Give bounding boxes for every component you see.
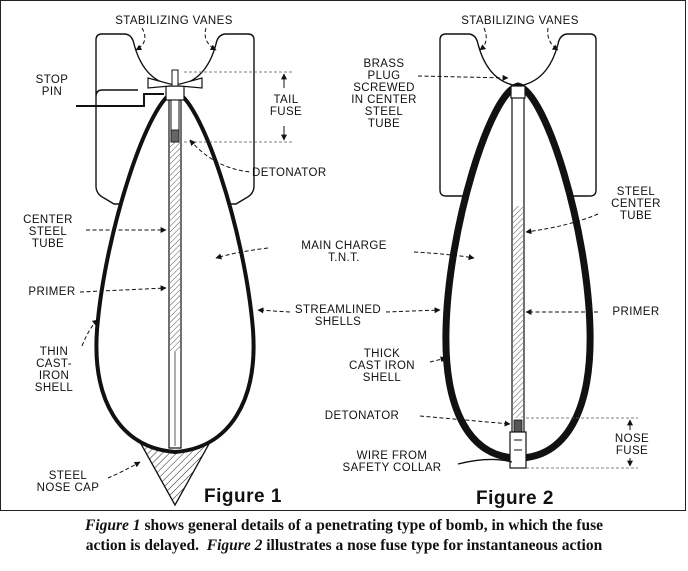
fig1-detonator-label: DETONATOR xyxy=(252,167,327,179)
fig1-stabilizing-vanes-label: STABILIZING VANES xyxy=(115,15,233,27)
figure1-leaders xyxy=(79,27,291,479)
figure2-detonator xyxy=(513,419,523,433)
figure2-primer xyxy=(513,206,523,418)
figure1-tail-fin xyxy=(95,33,255,205)
figure1-bomb xyxy=(76,33,292,507)
figure1-title: Figure 1 xyxy=(204,486,282,507)
figure2-bomb xyxy=(439,33,638,469)
figure2-tail-fin xyxy=(439,33,597,197)
fig2-detonator-label: DETONATOR xyxy=(324,410,400,422)
caption-line-2: action is delayed. Figure 2 illustrates … xyxy=(0,536,688,556)
bomb-illustrations xyxy=(76,27,638,507)
caption-fig1-ref: Figure 1 xyxy=(85,517,141,534)
figure1-primer xyxy=(170,142,180,352)
caption-fig2-text: illustrates a nose fuse type for instant… xyxy=(262,537,603,554)
figure2-brass-plug xyxy=(510,85,526,99)
figure2-safety-wire xyxy=(457,458,513,465)
fig2-primer-label: PRIMER xyxy=(612,306,660,318)
caption-fig2-ref: Figure 2 xyxy=(206,537,263,554)
figure1-stop-pin xyxy=(76,93,164,107)
figure-caption: Figure 1 shows general details of a pene… xyxy=(0,516,688,556)
figure2-leaders xyxy=(385,27,599,427)
figure1-detonator xyxy=(170,129,180,143)
diagram-frame xyxy=(0,0,686,511)
caption-fig1-text: shows general details of a penetrating t… xyxy=(140,517,603,534)
caption-line-1: Figure 1 shows general details of a pene… xyxy=(0,516,688,536)
figure2-title: Figure 2 xyxy=(476,488,554,509)
fig2-stabilizing-vanes-label: STABILIZING VANES xyxy=(461,15,579,27)
figure1-tail-fuse xyxy=(165,85,185,101)
fig1-primer-label: PRIMER xyxy=(28,286,76,298)
caption-line2-pre: action is delayed. xyxy=(85,537,207,554)
